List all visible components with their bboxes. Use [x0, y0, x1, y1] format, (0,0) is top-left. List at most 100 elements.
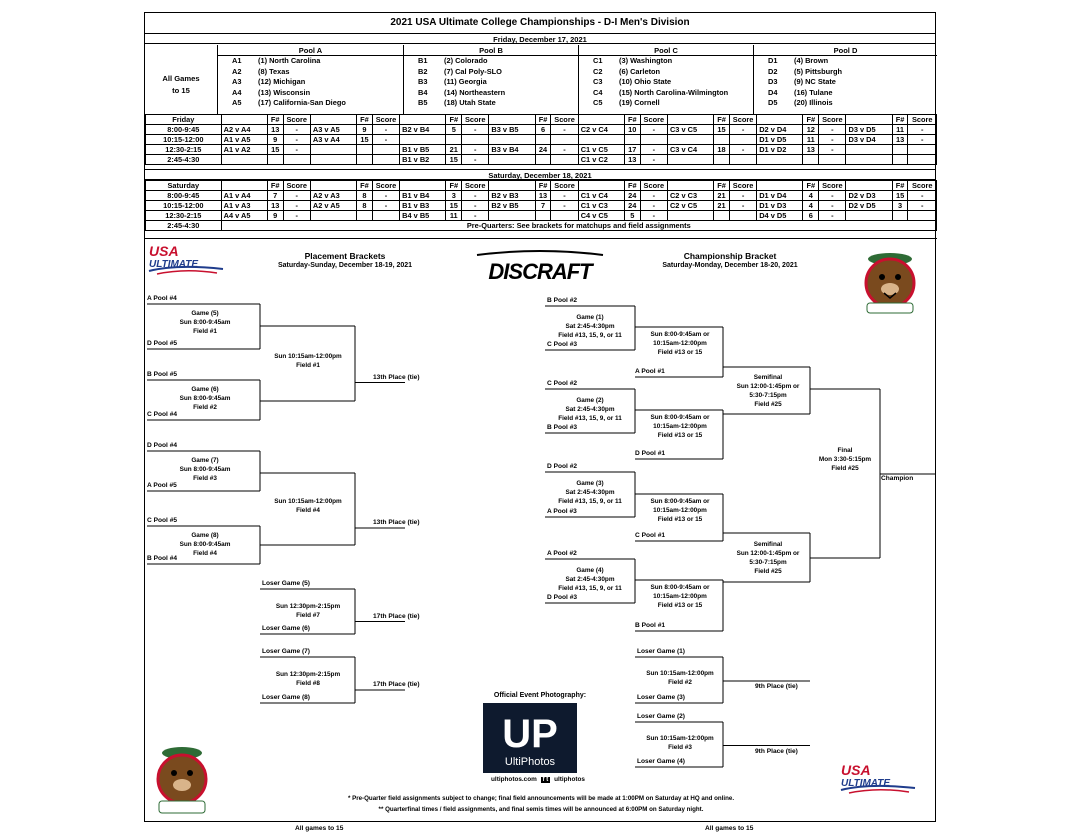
schedule-cell: 15 — [445, 200, 463, 211]
team-code: B3 — [418, 77, 428, 86]
placement-result: 17th Place (tie) — [373, 681, 420, 688]
team-name: (3) Washington — [619, 56, 673, 65]
schedule-cell — [907, 144, 937, 155]
time-slot: 12:30-2:15 — [145, 210, 222, 221]
schedule-cell — [399, 114, 447, 125]
schedule-cell: - — [550, 190, 579, 201]
pool-team-row: C3(10) Ohio State — [579, 77, 753, 88]
bracket-team-slot: D Pool #2 — [547, 463, 578, 470]
schedule-cell: - — [818, 144, 847, 155]
social-icons: f t — [540, 777, 551, 783]
schedule-cell — [891, 210, 909, 221]
schedule-cell: B2 v B3 — [488, 190, 536, 201]
bracket-team-slot: Loser Game (5) — [262, 580, 311, 587]
svg-text:USA: USA — [149, 243, 179, 259]
note-prequarter: * Pre-Quarter field assignments subject … — [347, 795, 735, 802]
schedule-cell: D1 v D5 — [756, 134, 804, 145]
schedule-cell: 8 — [356, 200, 373, 211]
bracket-team-slot: A Pool #2 — [547, 550, 577, 557]
schedule-cell: F# — [891, 114, 909, 125]
pool-team-row: D5(20) Illinois — [754, 98, 937, 109]
schedule-cell: - — [461, 210, 490, 221]
schedule-cell: D2 v D4 — [756, 124, 804, 135]
photography-social[interactable]: ultiphotos — [554, 776, 585, 783]
schedule-cell: 21 — [445, 144, 463, 155]
schedule-cell: - — [818, 190, 847, 201]
team-name: (10) Ohio State — [619, 77, 672, 86]
schedule-cell — [713, 210, 730, 221]
schedule-cell: B4 v B5 — [399, 210, 447, 221]
schedule-cell: D1 v D4 — [756, 190, 804, 201]
schedule-cell: C1 v C3 — [577, 200, 625, 211]
pool-team-row: C5(19) Cornell — [579, 98, 753, 109]
schedule-cell: 6 — [802, 210, 820, 221]
schedule-cell: C4 v C5 — [577, 210, 625, 221]
bracket-team-slot: B Pool #1 — [635, 622, 666, 629]
schedule-cell — [488, 134, 536, 145]
schedule-cell — [488, 210, 536, 221]
photography-site[interactable]: ultiphotos.com — [491, 776, 537, 783]
schedule-cell: A4 v A5 — [220, 210, 268, 221]
schedule-cell: 7 — [534, 200, 552, 211]
usa-ultimate-logo-bottom: USA ULTIMATE — [839, 761, 919, 799]
schedule-cell: D3 v D4 — [845, 134, 893, 145]
schedule-cell — [445, 134, 463, 145]
schedule-cell: 15 — [891, 190, 909, 201]
team-name: (1) North Carolina — [258, 56, 321, 65]
championship-title: Championship Bracket — [683, 251, 777, 261]
schedule-cell — [309, 180, 358, 191]
schedule-cell: A2 v A5 — [309, 200, 358, 211]
schedule-cell: - — [461, 154, 490, 165]
schedule-cell: 13 — [891, 134, 909, 145]
college-championships-bear-logo-bottom — [147, 739, 217, 819]
team-code: C4 — [593, 87, 603, 97]
schedule-cell: A2 v A4 — [220, 124, 268, 135]
schedule-cell: F# — [623, 114, 641, 125]
time-slot: 8:00-9:45 — [145, 190, 222, 201]
bracket-team-slot: A Pool #5 — [147, 482, 177, 489]
schedule-cell — [666, 180, 715, 191]
schedule-cell: 11 — [891, 124, 909, 135]
schedule-cell: 11 — [445, 210, 463, 221]
schedule-cell: 9 — [266, 210, 284, 221]
schedule-cell — [907, 210, 937, 221]
schedule-cell: 5 — [445, 124, 463, 135]
schedule-cell: F# — [266, 180, 284, 191]
team-code: C2 — [593, 66, 603, 76]
placement-title: Placement Brackets — [304, 251, 386, 261]
schedule-cell — [845, 210, 893, 221]
schedule-cell: C2 v C4 — [577, 124, 625, 135]
schedule-cell — [845, 154, 893, 165]
schedule-cell — [371, 210, 401, 221]
schedule-cell — [802, 154, 820, 165]
pool-team-row: A1(1) North Carolina — [218, 56, 403, 67]
schedule-cell — [309, 154, 358, 165]
schedule-cell: D3 v D5 — [845, 124, 893, 135]
placement-result: 13th Place (tie) — [373, 373, 420, 381]
schedule-cell: D2 v D5 — [845, 200, 893, 211]
schedule-cell: 9 — [266, 134, 284, 145]
schedule-cell: - — [907, 190, 937, 201]
schedule-cell: 5 — [623, 210, 641, 221]
bracket-team-slot: B Pool #4 — [147, 555, 178, 562]
schedule-cell: - — [371, 200, 401, 211]
schedule-cell: - — [550, 124, 579, 135]
bracket-team-slot: Loser Game (8) — [262, 694, 311, 701]
bracket-team-slot: Loser Game (4) — [637, 758, 686, 765]
schedule-cell: B2 v B4 — [399, 124, 447, 135]
schedule-cell: - — [550, 200, 579, 211]
schedule-cell: - — [907, 200, 937, 211]
schedule-cell: B1 v B5 — [399, 144, 447, 155]
schedule-cell: Score — [461, 180, 490, 191]
schedule-cell — [577, 134, 625, 145]
